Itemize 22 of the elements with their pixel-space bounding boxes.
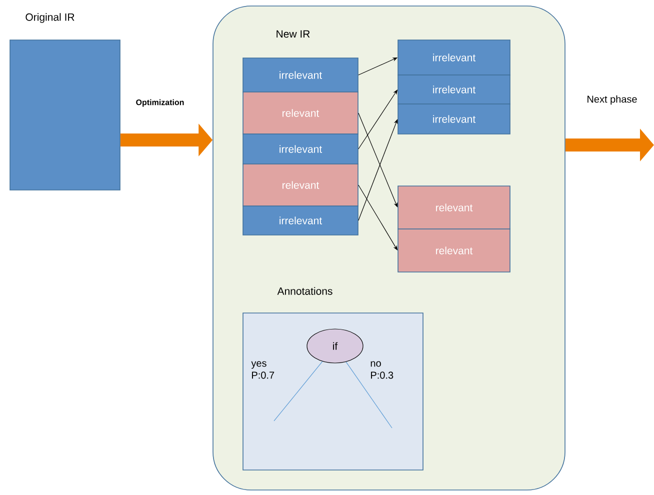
relevant-block: relevant	[242, 164, 358, 206]
heading: New IR	[276, 30, 310, 38]
branch-line	[346, 362, 392, 428]
irrelevant-block: irrelevant	[242, 206, 358, 236]
relevant-block: relevant	[398, 228, 510, 272]
branch-line	[274, 361, 323, 422]
block-box: Original IR	[10, 13, 120, 190]
irrelevant-block: irrelevant	[398, 104, 510, 134]
edge-label: Optimization	[136, 99, 184, 107]
edge-label: yes P:0.7	[251, 361, 274, 379]
irrelevant-block: irrelevant	[242, 134, 358, 164]
irrelevant-block: irrelevant	[398, 40, 510, 76]
relevant-block: relevant	[242, 92, 358, 134]
node-label: Original IR	[26, 13, 74, 23]
edge-label: no P:0.3	[370, 361, 394, 379]
irrelevant-block: irrelevant	[242, 58, 358, 92]
arrow	[358, 112, 398, 208]
irrelevant-block: irrelevant	[398, 74, 510, 104]
relevant-block: relevant	[398, 186, 510, 230]
arrow	[358, 119, 398, 221]
node-label: Annotations	[277, 287, 332, 295]
edge-label: Next phase	[588, 95, 637, 105]
